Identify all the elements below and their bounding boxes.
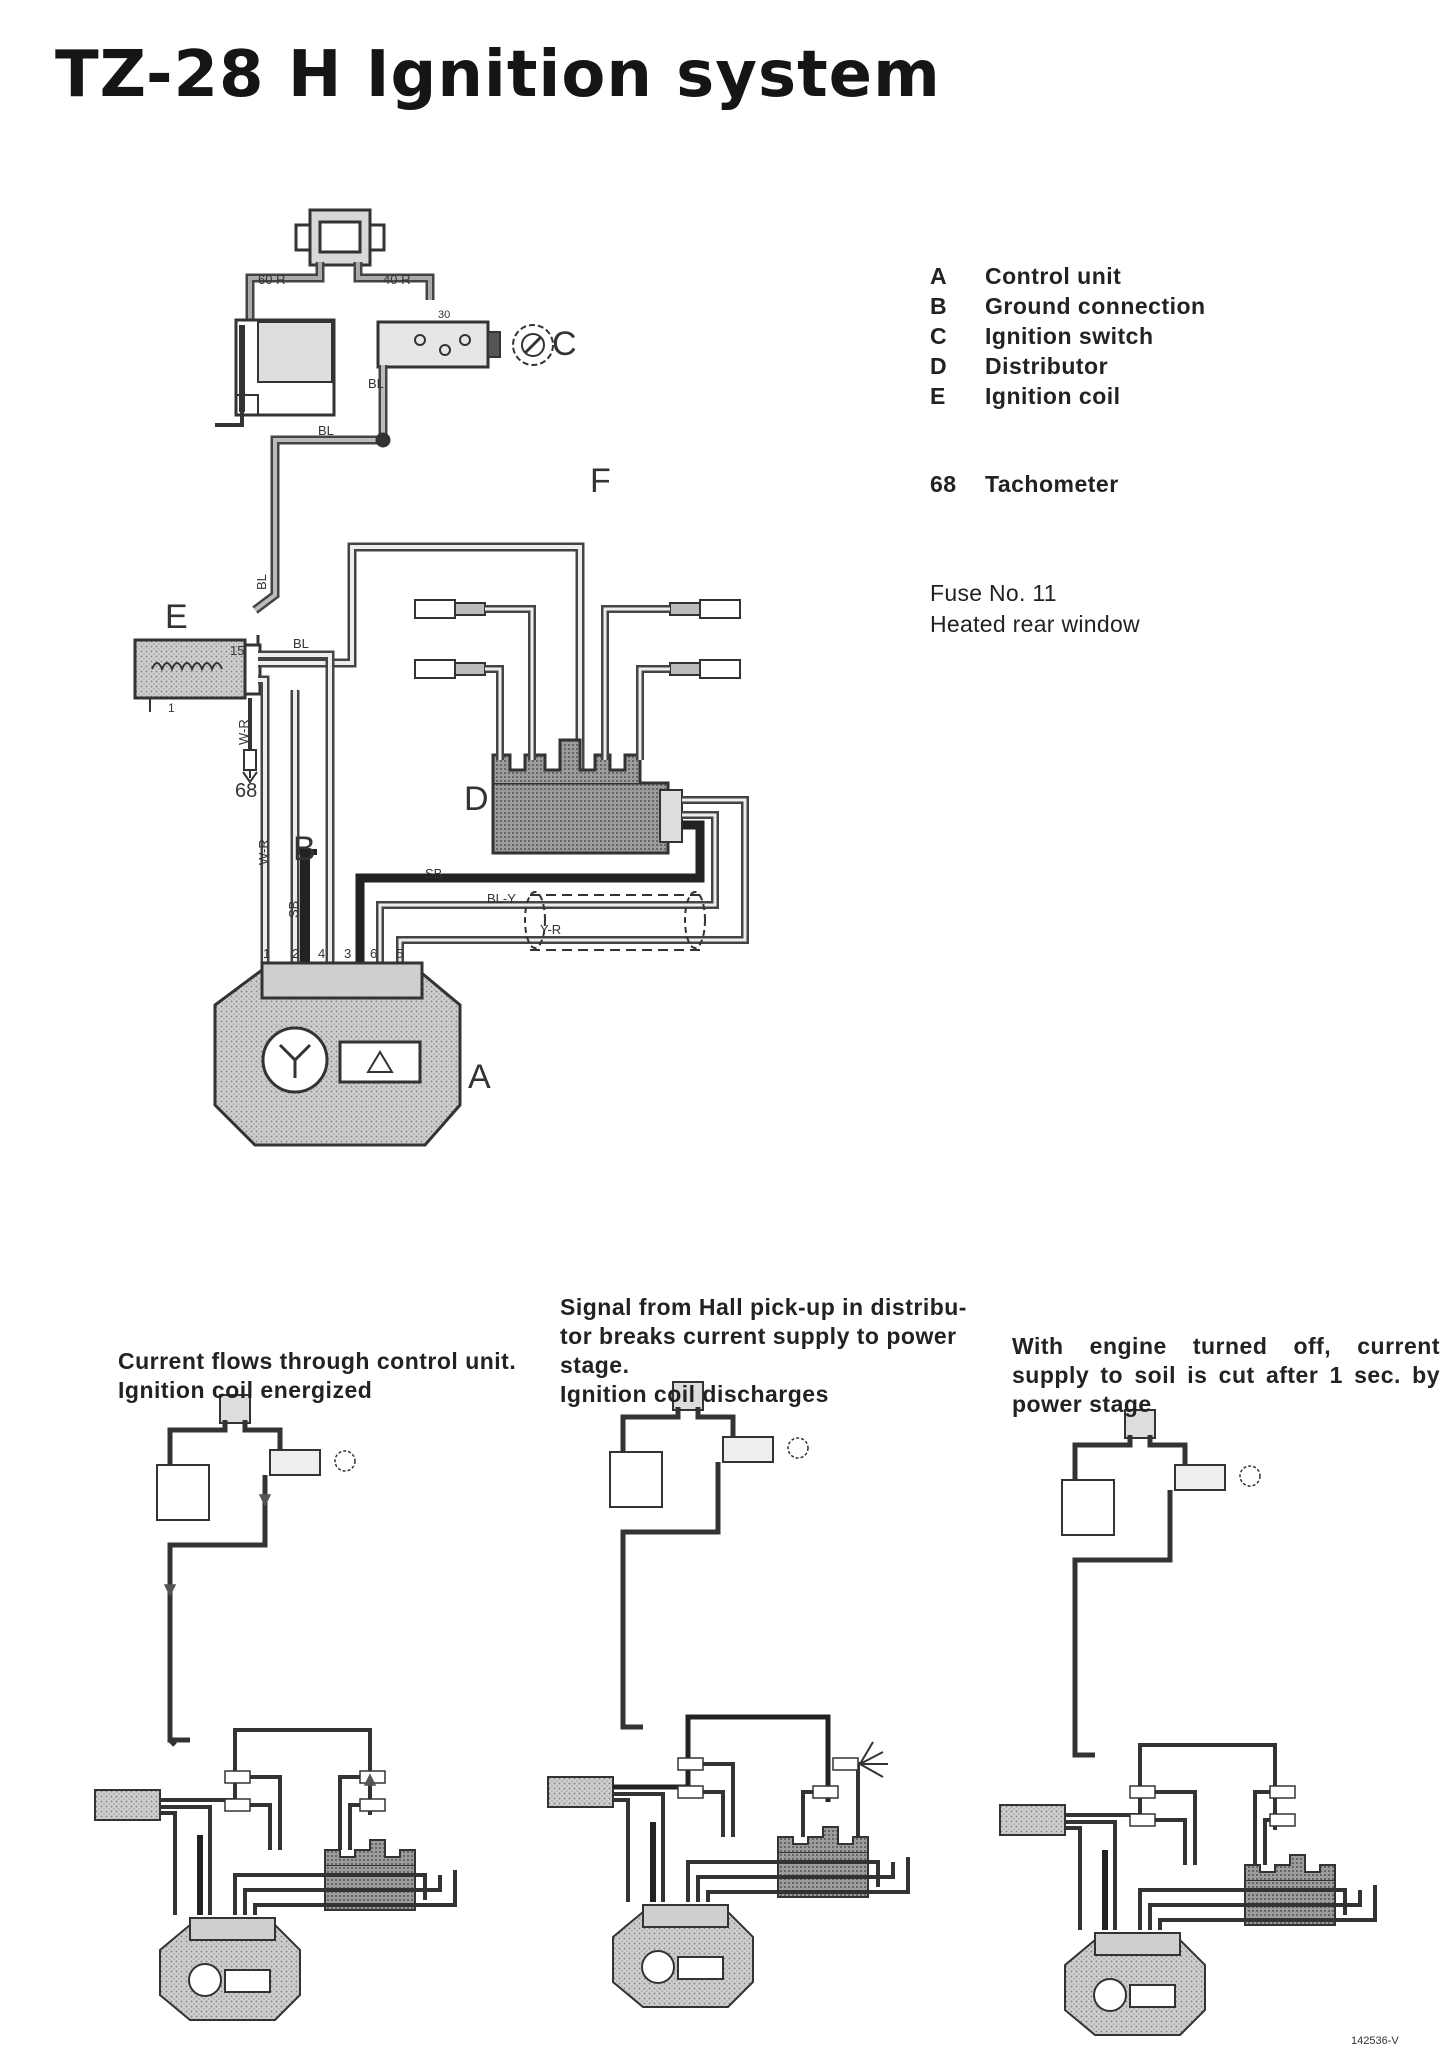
main-diagram <box>133 208 749 1147</box>
spark-plugs <box>414 599 741 679</box>
caption-engine-off: With engine turned off, current supply t… <box>1012 1332 1440 1419</box>
caption-line: power stage <box>1012 1391 1152 1417</box>
tachometer-legend: 68 Tachometer <box>930 469 1119 499</box>
caption-line: With engine turned off, current <box>1012 1333 1440 1359</box>
pin-1: 1 <box>263 946 270 961</box>
terminal-30: 30 <box>438 309 450 321</box>
fuse-note: Fuse No. 11 Heated rear window <box>930 578 1140 640</box>
caption-line: stage. <box>560 1352 630 1378</box>
wire-y-r: Y-R <box>540 922 561 937</box>
legend-key: E <box>930 382 946 409</box>
caption-energized: Current flows through control unit. Igni… <box>118 1347 516 1405</box>
mini-diagram-1 <box>94 1394 457 2021</box>
legend-row: C Ignition switch <box>930 321 1206 351</box>
wire-bl-vertical: BL <box>254 574 269 590</box>
wire-bl-switch: BL <box>368 376 384 391</box>
label-f: F <box>590 462 611 500</box>
legend-row: A Control unit <box>930 261 1206 291</box>
legend-label: Ignition switch <box>985 322 1154 349</box>
legend-key: D <box>930 352 948 379</box>
tachometer-terminal: 68 <box>235 780 257 802</box>
control-unit <box>213 961 462 1147</box>
wire-sb-vertical: SB <box>286 901 301 918</box>
legend-label: Distributor <box>985 352 1109 379</box>
mini-diagram-3 <box>999 1409 1377 2036</box>
wire-w-r-tach: W-R <box>236 719 251 745</box>
component-legend: A Control unit B Ground connection C Igniti… <box>930 261 1206 411</box>
legend-row: B Ground connection <box>930 291 1206 321</box>
pin-6: 6 <box>370 946 377 961</box>
caption-line: supply to soil is cut after 1 sec. by <box>1012 1362 1440 1388</box>
legend-key: B <box>930 292 948 319</box>
label-e: E <box>165 598 188 636</box>
legend-row: D Distributor <box>930 351 1206 381</box>
legend-key: 68 <box>930 470 957 497</box>
legend-key: A <box>930 262 948 289</box>
wire-40r: 40 R <box>383 272 410 287</box>
wire-w-r-pin1: W-R <box>256 839 271 865</box>
fuse-box <box>294 208 386 267</box>
label-d: D <box>464 780 489 818</box>
document-number: 142536-V <box>1351 2035 1399 2047</box>
label-c: C <box>552 325 577 363</box>
label-a: A <box>468 1058 491 1096</box>
wire-sb: SB <box>425 866 442 881</box>
legend-label: Ground connection <box>985 292 1206 319</box>
battery <box>215 318 336 427</box>
fuse-title: Fuse No. 11 <box>930 580 1057 606</box>
pin-3: 3 <box>344 946 351 961</box>
legend-row: E Ignition coil <box>930 381 1206 411</box>
ignition-switch <box>376 320 554 369</box>
pin-5: 5 <box>396 946 403 961</box>
legend-label: Tachometer <box>985 470 1119 497</box>
pin-4: 4 <box>318 946 325 961</box>
legend-key: C <box>930 322 948 349</box>
caption-line: tor breaks current supply to power <box>560 1323 957 1349</box>
label-b: B <box>293 830 316 868</box>
legend-row: 68 Tachometer <box>930 469 1119 499</box>
fuse-description: Heated rear window <box>930 611 1140 637</box>
ignition-coil <box>133 635 262 712</box>
pin-2: 2 <box>292 946 299 961</box>
legend-label: Control unit <box>985 262 1122 289</box>
wire-bl-coil: BL <box>293 636 309 651</box>
terminal-15: 15 <box>230 643 244 658</box>
wire-60r: 60 R <box>258 272 285 287</box>
distributor <box>491 738 683 855</box>
page-title: TZ-28 H Ignition system <box>55 38 941 112</box>
mini-diagram-2 <box>547 1381 910 2008</box>
wire-bl-y: BL-Y <box>487 891 516 906</box>
legend-label: Ignition coil <box>985 382 1121 409</box>
caption-line: Current flows through control unit. <box>118 1348 517 1374</box>
wire-bl-top: BL <box>318 423 334 438</box>
caption-line: Ignition coil energized <box>118 1377 373 1403</box>
caption-discharges: Signal from Hall pick-up in distribu- to… <box>560 1293 967 1409</box>
terminal-1: 1 <box>168 701 175 715</box>
caption-line: Ignition coil discharges <box>560 1381 829 1407</box>
caption-line: Signal from Hall pick-up in distribu- <box>560 1294 967 1320</box>
main-diagram-labels: C F E D B A 60 R 40 R 30 BL BL 15 BL SB … <box>165 272 611 1096</box>
